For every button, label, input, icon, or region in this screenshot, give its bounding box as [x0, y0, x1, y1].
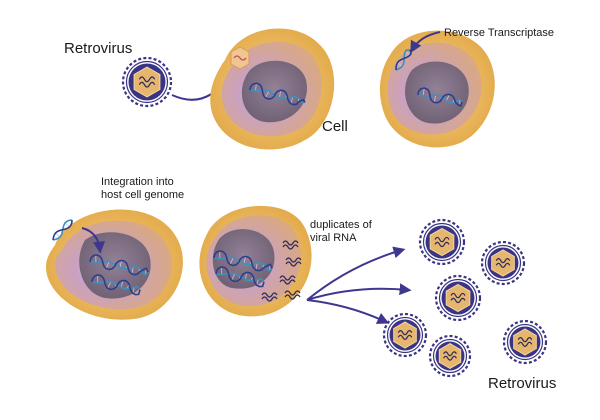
label-integration-line2: host cell genome [101, 189, 185, 201]
viral-rna-icon [279, 275, 296, 285]
label-integration-line1: Integration into [101, 176, 174, 188]
host-dna-helix [215, 266, 265, 288]
host-dna-helix [89, 254, 149, 276]
retrovirus-particle-icon [121, 56, 173, 108]
label-cell: Cell [322, 118, 348, 135]
label-duplicates-line2: viral RNA [310, 232, 357, 244]
reverse-transcriptase-arrow [410, 31, 441, 54]
release-arrow-middle [306, 283, 412, 301]
release-arrow-lower [306, 299, 390, 324]
host-dna-helix [91, 274, 141, 296]
cell-infection [210, 28, 335, 150]
retrovirus-particle-icon [382, 312, 428, 358]
viral-rna-icon [282, 240, 299, 250]
viral-rna-icon [261, 292, 278, 302]
cell-replication [199, 205, 312, 317]
viral-dna-helix [395, 49, 412, 71]
release-arrow-upper [306, 246, 406, 301]
label-retrovirus-top: Retrovirus [64, 40, 133, 57]
host-dna-helix [213, 250, 273, 272]
label-reverse-transcriptase: Reverse Transcriptase [444, 27, 555, 39]
label-duplicates-line1: duplicates of [310, 219, 372, 231]
label-retrovirus-bottom: Retrovirus [488, 375, 557, 392]
viral-rna-icon [285, 257, 302, 267]
retrovirus-particle-icon [502, 319, 548, 365]
host-dna-helix [249, 82, 306, 106]
retrovirus-particle-icon [418, 218, 466, 266]
capsid-inside-cell-icon [230, 46, 250, 70]
retrovirus-particle-icon [480, 240, 526, 286]
host-dna-helix [417, 87, 463, 107]
retrovirus-particle-icon [428, 334, 472, 378]
cell-reverse-transcription [379, 30, 495, 148]
viral-rna-icon [284, 290, 301, 300]
viral-dna-helix [52, 219, 73, 241]
cell-integration [45, 209, 183, 320]
retrovirus-particle-icon [434, 274, 482, 322]
integration-arrow [81, 227, 106, 254]
